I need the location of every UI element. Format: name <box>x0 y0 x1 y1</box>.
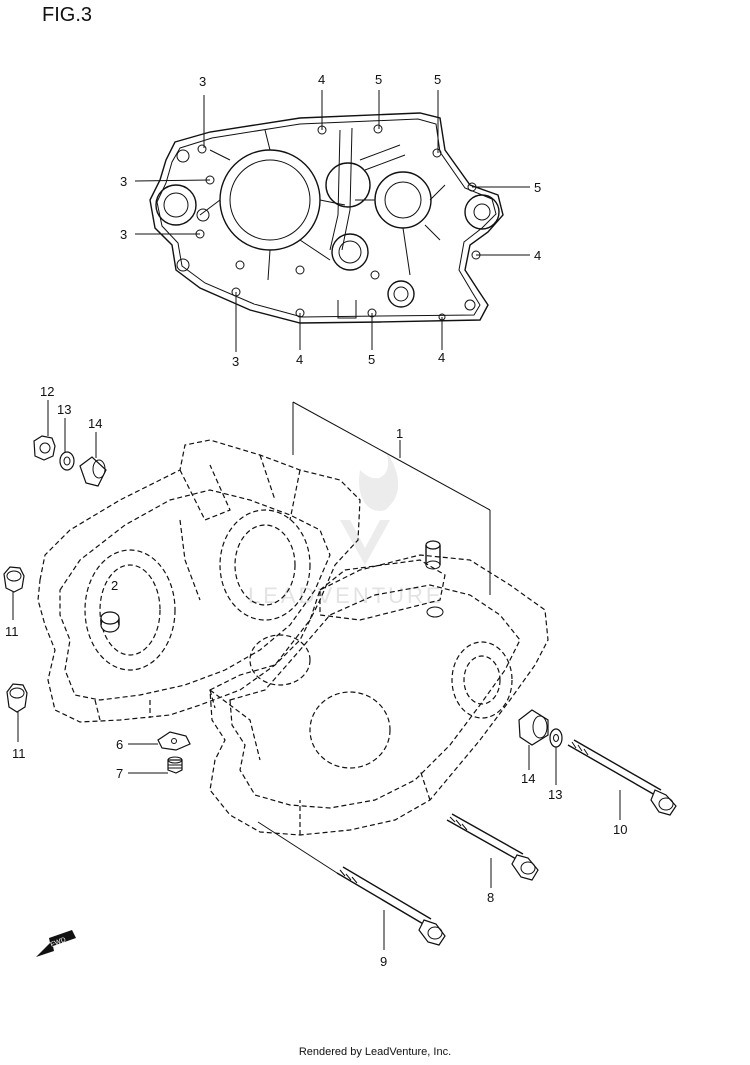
callout-14-lower: 14 <box>521 771 535 786</box>
callout-2: 2 <box>111 578 118 593</box>
callout-6: 6 <box>116 737 123 752</box>
top-view-leaders <box>134 90 530 352</box>
exploded-view-callouts: 12 13 14 1 2 11 11 6 7 14 13 10 8 9 <box>5 384 627 969</box>
part-12-cap-nut <box>33 400 56 461</box>
callout-13-lower: 13 <box>548 787 562 802</box>
callout-3-left-lower: 3 <box>120 227 127 242</box>
part-9-bolt <box>257 821 446 950</box>
part-11-nut-lower <box>6 683 28 742</box>
callout-12: 12 <box>40 384 54 399</box>
watermark: LEADVENTURE <box>248 450 444 608</box>
assembly-bracket <box>292 401 491 595</box>
callout-13-upper: 13 <box>57 402 71 417</box>
callout-3-bottom: 3 <box>232 354 239 369</box>
callout-5-top-right: 5 <box>434 72 441 87</box>
part-14-spacer-upper <box>79 432 107 487</box>
callout-4-bottom-right: 4 <box>438 350 445 365</box>
part-10-long-bolt <box>567 739 677 820</box>
part-11-nut-upper <box>3 566 25 620</box>
callout-5-right: 5 <box>534 180 541 195</box>
callout-11-upper: 11 <box>5 624 19 639</box>
part-13-washer-lower <box>549 728 563 785</box>
callout-3-top-left: 3 <box>199 74 206 89</box>
callout-5-bottom: 5 <box>368 352 375 367</box>
callout-7: 7 <box>116 766 123 781</box>
forward-direction-arrow-icon: FWD <box>36 930 76 957</box>
callout-4-top-center: 4 <box>318 72 325 87</box>
callout-14-upper: 14 <box>88 416 102 431</box>
part-8-bolt <box>446 813 539 888</box>
callout-9: 9 <box>380 954 387 969</box>
top-view-callouts: 3 4 5 5 3 5 3 4 3 4 5 4 <box>120 72 541 369</box>
callout-10: 10 <box>613 822 627 837</box>
callout-11-lower: 11 <box>12 746 26 761</box>
part-7-bolt <box>128 756 183 774</box>
callout-8: 8 <box>487 890 494 905</box>
part-14-spacer-lower <box>518 709 549 770</box>
callout-5-top-center: 5 <box>375 72 382 87</box>
part-6-plate <box>128 731 191 751</box>
callout-1: 1 <box>396 426 403 441</box>
callout-3-left-upper: 3 <box>120 174 127 189</box>
callout-4-bottom-left: 4 <box>296 352 303 367</box>
crankcase-flange-top-view <box>149 112 504 324</box>
callout-4-right: 4 <box>534 248 541 263</box>
crankcase-right-half <box>209 540 549 836</box>
part-13-washer-upper <box>59 418 75 471</box>
figure-title: FIG.3 <box>42 4 92 26</box>
watermark-text: LEADVENTURE <box>248 583 444 608</box>
render-credit-footer: Rendered by LeadVenture, Inc. <box>298 1046 452 1058</box>
